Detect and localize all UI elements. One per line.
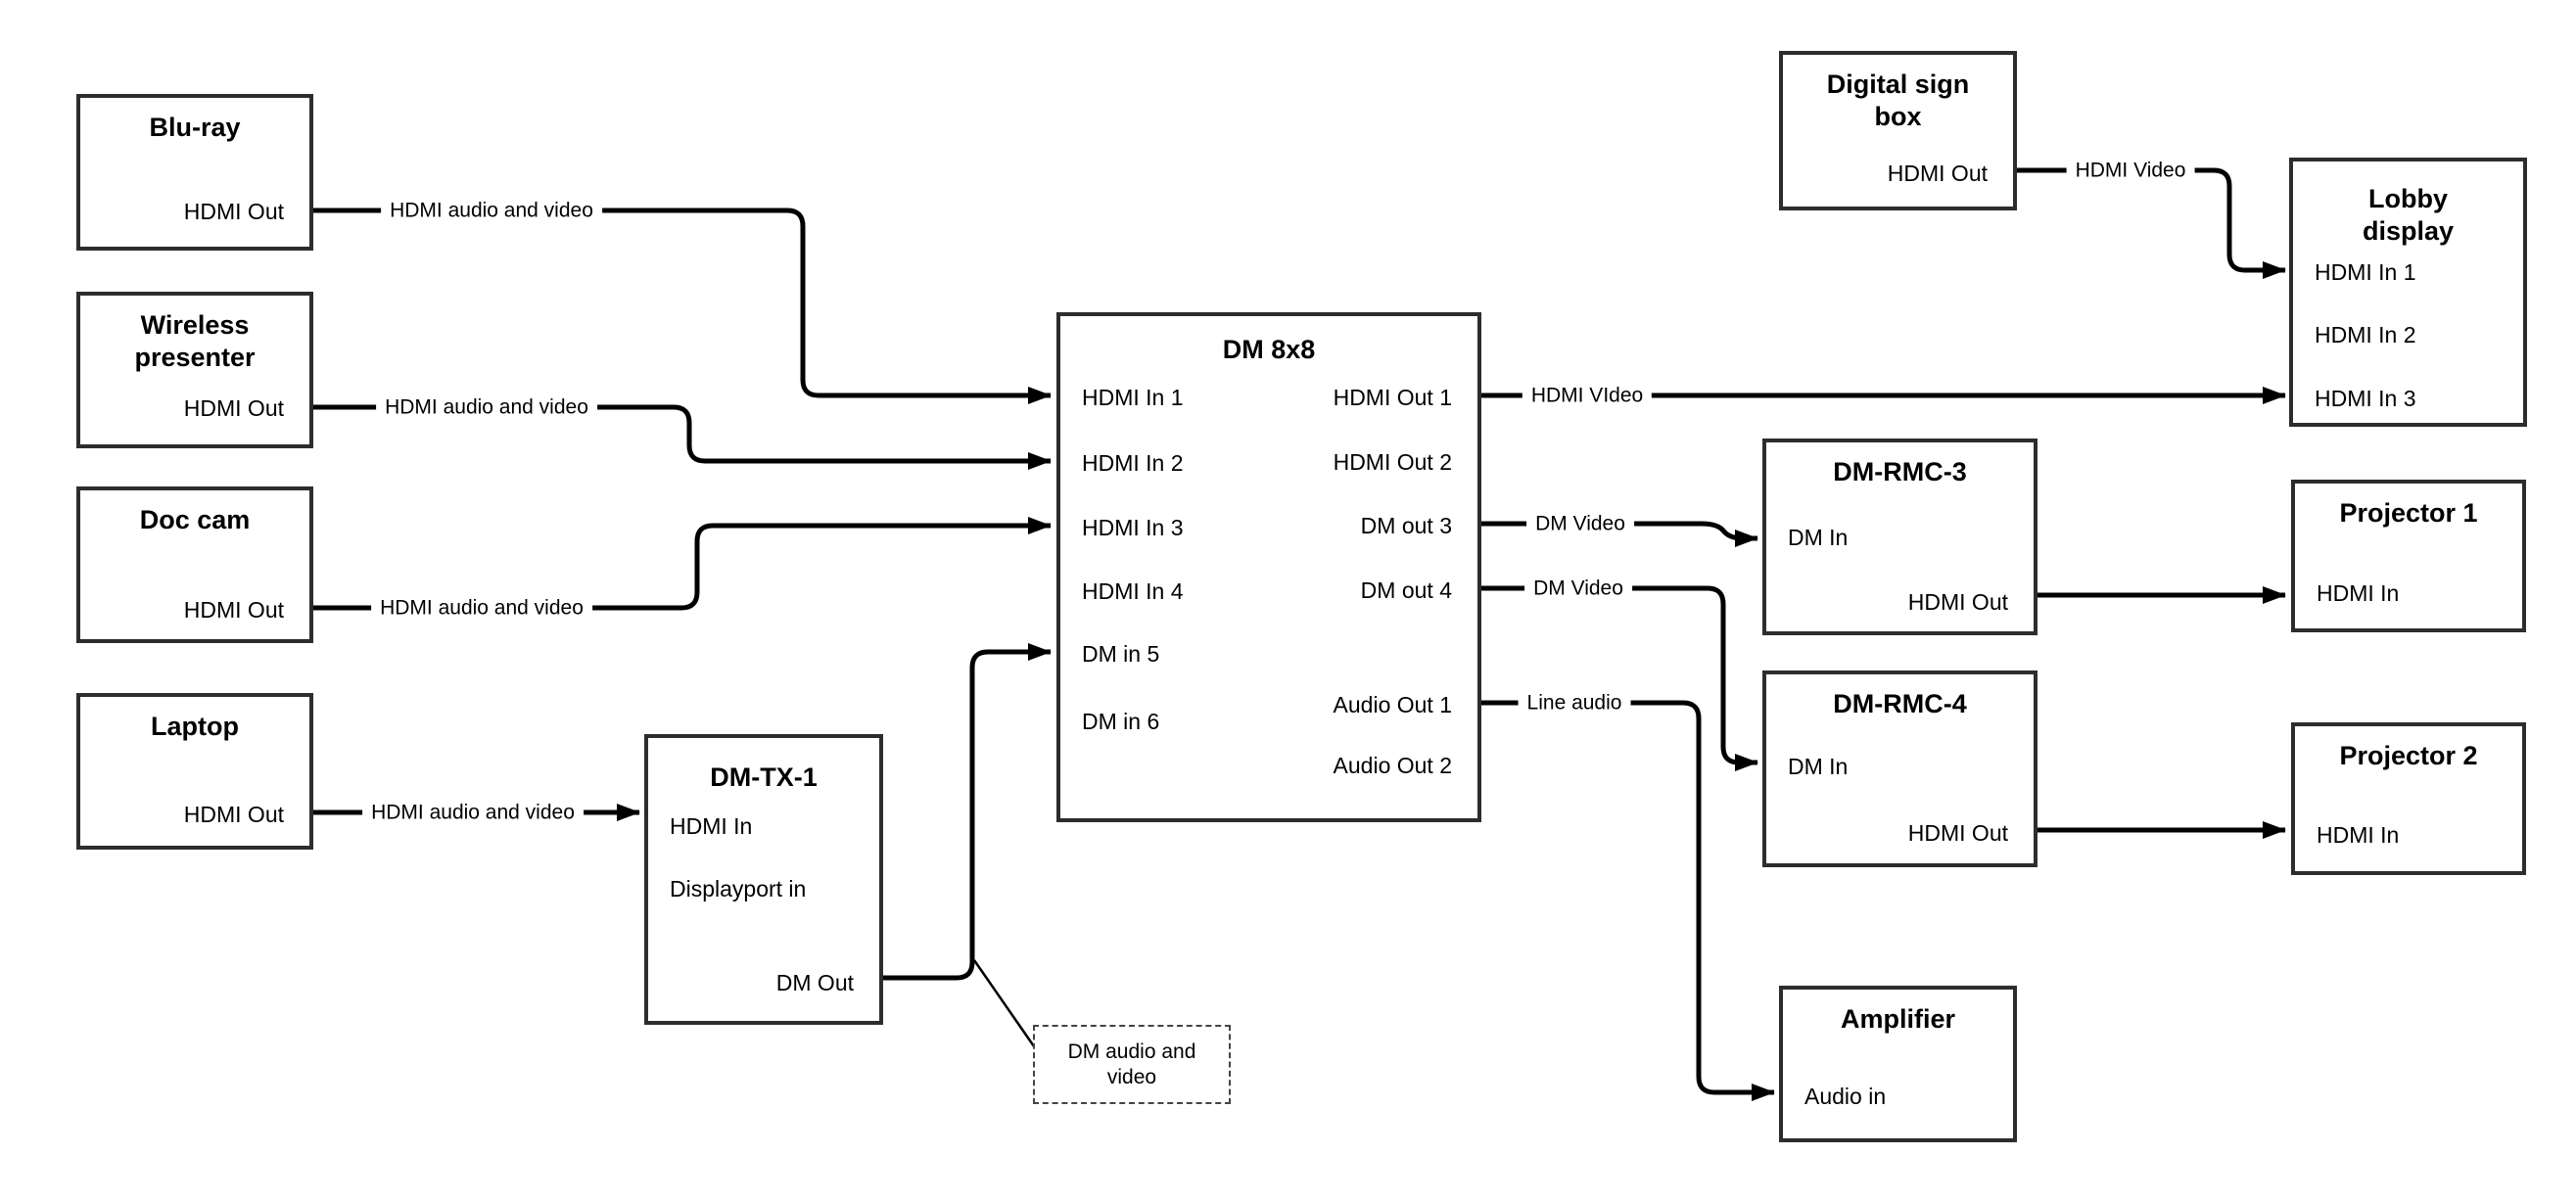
node-title: Projector 1 <box>2339 498 2478 528</box>
callout-text: DM audio and video <box>1067 1039 1196 1088</box>
node-dm-tx-1: DM-TX-1 HDMI In Displayport in DM Out <box>644 734 883 1025</box>
edge-dmtx1-to-dm8x8-in5 <box>882 643 1052 981</box>
node-projector-2: Projector 2 HDMI In <box>2291 722 2526 875</box>
port-rmc3-dm-in: DM In <box>1788 525 1849 550</box>
port-dm8x8-audio-out-1: Audio Out 1 <box>1333 692 1452 717</box>
node-title: DM-RMC-3 <box>1833 457 1967 486</box>
node-dm-8x8: DM 8x8 HDMI In 1 HDMI In 2 HDMI In 3 HDM… <box>1056 312 1481 822</box>
port-laptop-hdmi-out: HDMI Out <box>183 802 284 827</box>
edge-label-hdmi-audio-video-2: HDMI audio and video <box>376 394 597 420</box>
edge-label-hdmi-audio-video-1: HDMI audio and video <box>381 198 602 223</box>
port-dm8x8-audio-out-2: Audio Out 2 <box>1333 753 1452 778</box>
edge-doccam-to-dm8x8-in3 <box>313 517 1052 611</box>
port-amp-audio-in: Audio in <box>1804 1084 1887 1109</box>
port-dm8x8-dm-out-3: DM out 3 <box>1360 513 1452 538</box>
node-title: Doc cam <box>139 505 251 534</box>
port-dm8x8-dm-in-5: DM in 5 <box>1082 641 1160 667</box>
edge-label-hdmi-audio-video-4: HDMI audio and video <box>362 800 584 825</box>
port-dm8x8-hdmi-out-1: HDMI Out 1 <box>1333 385 1452 410</box>
edge-label-hdmi-video: HDMI Video <box>2066 158 2195 183</box>
node-dm-rmc-4: DM-RMC-4 DM In HDMI Out <box>1762 670 2037 867</box>
port-dmtx1-hdmi-in: HDMI In <box>670 813 753 839</box>
node-doc-cam: Doc cam HDMI Out <box>76 486 313 643</box>
node-blu-ray: Blu-ray HDMI Out <box>76 94 313 251</box>
node-amplifier: Amplifier Audio in <box>1779 986 2017 1142</box>
edge-dm8x8-audio1-to-amplifier <box>1481 700 1775 1101</box>
port-wireless-hdmi-out: HDMI Out <box>183 395 284 421</box>
node-title: Amplifier <box>1840 1004 1956 1034</box>
edge-bluray-to-dm8x8-in1 <box>313 208 1052 404</box>
node-title: DM-RMC-4 <box>1833 689 1967 718</box>
port-dm8x8-hdmi-in-3: HDMI In 3 <box>1082 515 1184 540</box>
node-digital-sign-box: Digital sign box HDMI Out <box>1779 51 2017 210</box>
port-dm8x8-hdmi-out-2: HDMI Out 2 <box>1333 449 1452 475</box>
node-title: DM 8x8 <box>1222 335 1316 364</box>
node-lobby-display: Lobby display HDMI In 1 HDMI In 2 HDMI I… <box>2289 158 2527 427</box>
port-proj1-hdmi-in: HDMI In <box>2317 580 2400 606</box>
port-bluray-hdmi-out: HDMI Out <box>183 199 284 224</box>
port-dm8x8-hdmi-in-4: HDMI In 4 <box>1082 578 1184 604</box>
node-dm-rmc-3: DM-RMC-3 DM In HDMI Out <box>1762 439 2037 635</box>
port-dmtx1-displayport-in: Displayport in <box>670 876 807 901</box>
port-dmtx1-dm-out: DM Out <box>775 970 854 995</box>
port-proj2-hdmi-in: HDMI In <box>2317 822 2400 848</box>
port-lobby-hdmi-in-2: HDMI In 2 <box>2315 322 2416 347</box>
callout-leader-line <box>972 959 1036 1047</box>
node-title: Wireless presenter <box>134 310 256 372</box>
port-rmc4-hdmi-out: HDMI Out <box>1907 820 2008 846</box>
node-projector-1: Projector 1 HDMI In <box>2291 480 2526 632</box>
node-title: Laptop <box>151 712 239 741</box>
edge-label-hdmi-audio-video-3: HDMI audio and video <box>371 595 592 621</box>
edge-dm8x8-out4-to-rmc4 <box>1481 585 1758 771</box>
port-sign-hdmi-out: HDMI Out <box>1887 161 1988 186</box>
edge-wireless-to-dm8x8-in2 <box>313 404 1052 470</box>
node-title: Projector 2 <box>2339 741 2478 770</box>
port-lobby-hdmi-in-1: HDMI In 1 <box>2315 259 2416 285</box>
edge-label-dm-video-1: DM Video <box>1526 511 1634 536</box>
edge-label-line-audio: Line audio <box>1518 690 1631 716</box>
node-title: Digital sign box <box>1826 69 1970 131</box>
edge-label-dm-video-2: DM Video <box>1524 576 1632 601</box>
port-dm8x8-dm-out-4: DM out 4 <box>1360 577 1452 603</box>
node-title: Lobby display <box>2362 184 2455 246</box>
port-dm8x8-dm-in-6: DM in 6 <box>1082 709 1160 734</box>
edge-sign-to-lobby-in1 <box>2017 167 2286 279</box>
node-title: DM-TX-1 <box>710 762 818 792</box>
port-rmc3-hdmi-out: HDMI Out <box>1907 589 2008 615</box>
port-lobby-hdmi-in-3: HDMI In 3 <box>2315 386 2416 411</box>
port-rmc4-dm-in: DM In <box>1788 754 1849 779</box>
node-wireless-presenter: Wireless presenter HDMI Out <box>76 292 313 448</box>
port-dm8x8-hdmi-in-1: HDMI In 1 <box>1082 385 1184 410</box>
port-doccam-hdmi-out: HDMI Out <box>183 597 284 623</box>
edge-label-hdmi-video-out1: HDMI VIdeo <box>1522 383 1653 408</box>
callout-dm-audio-video: DM audio and video <box>1033 1025 1231 1104</box>
port-dm8x8-hdmi-in-2: HDMI In 2 <box>1082 450 1184 476</box>
node-laptop: Laptop HDMI Out <box>76 693 313 850</box>
node-title: Blu-ray <box>149 113 241 142</box>
edge-dm8x8-out3-to-rmc3 <box>1481 521 1758 547</box>
